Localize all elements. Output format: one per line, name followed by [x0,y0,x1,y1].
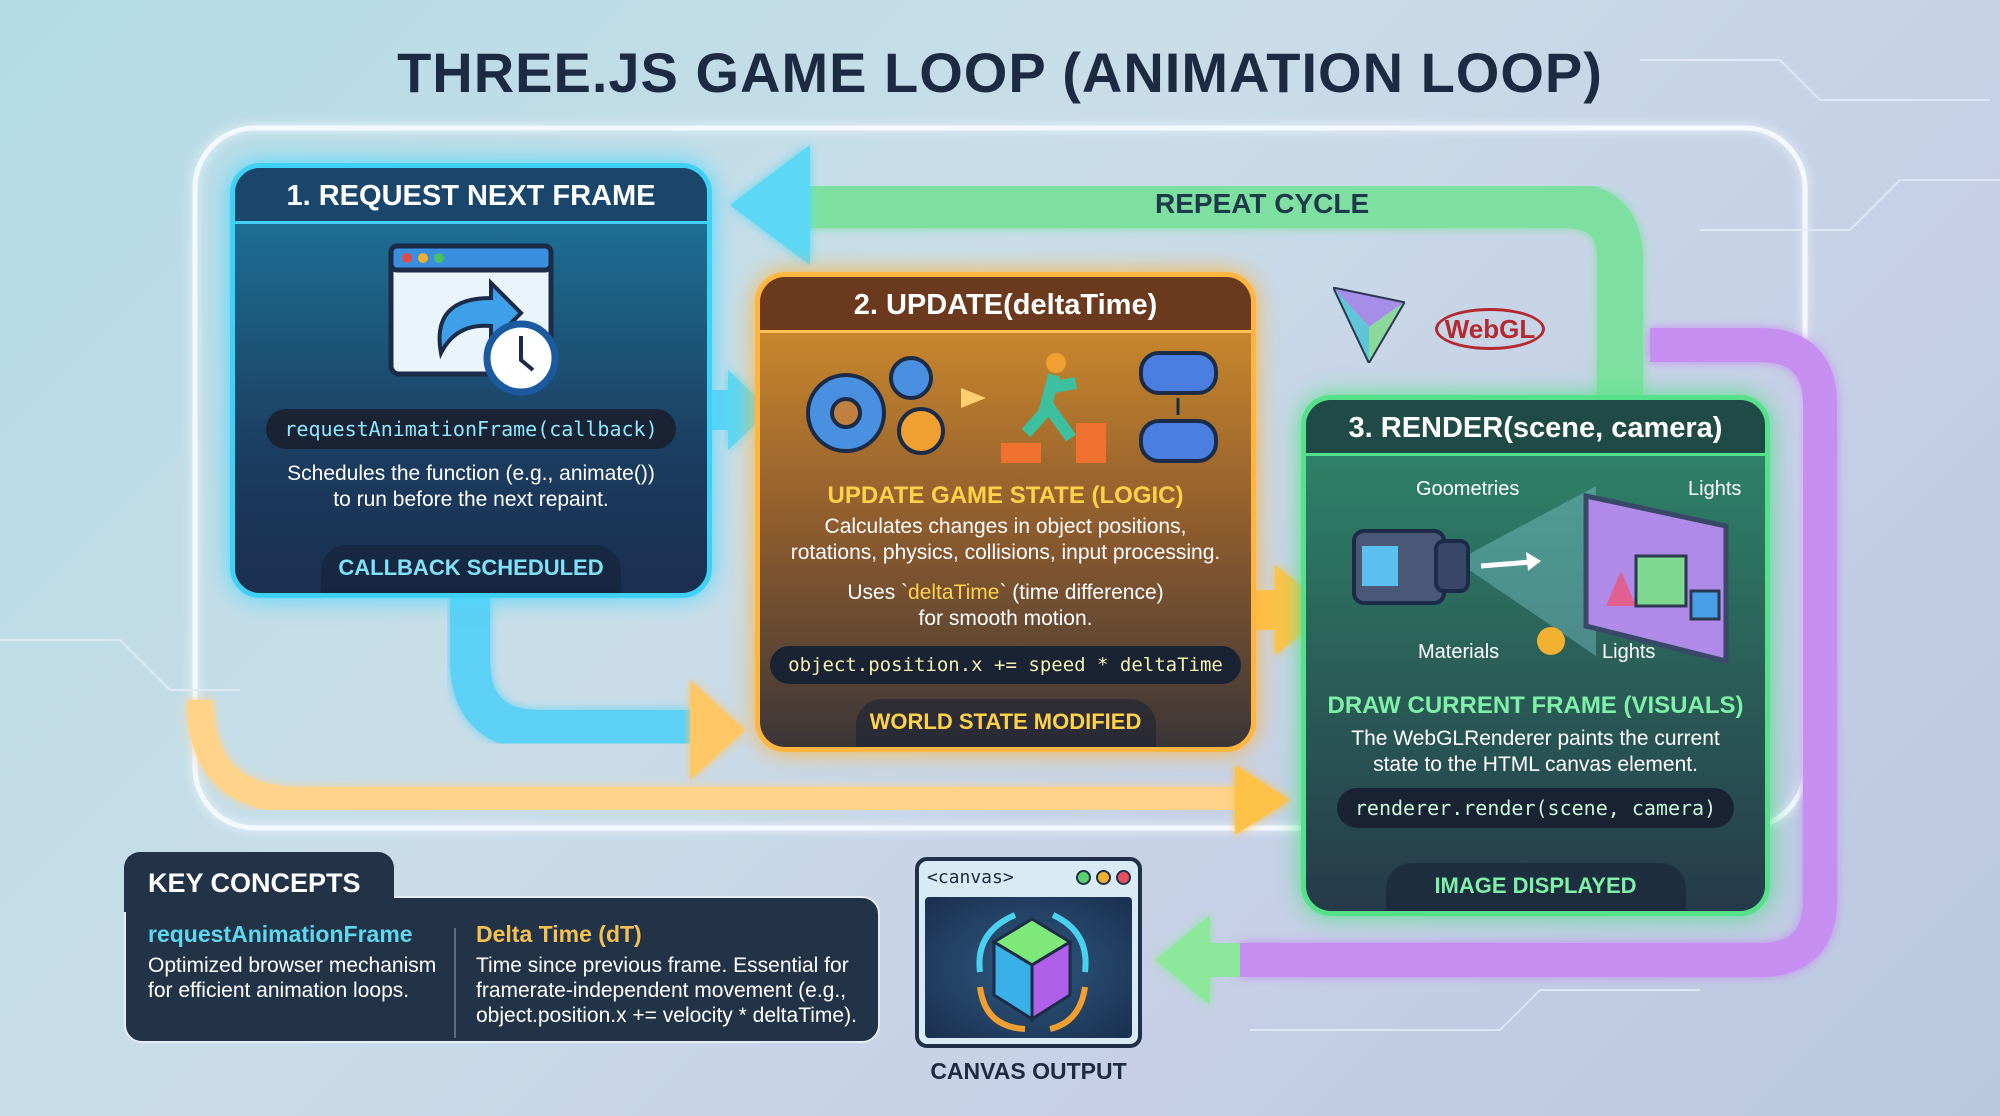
repeat-arrowhead [730,145,810,265]
step3-footer: IMAGE DISPLAYED [1385,863,1686,911]
label-geometries: Goometries [1416,478,1520,500]
canvas-output-label: CANVAS OUTPUT [930,1058,1127,1084]
label-lights-bottom: Lights [1602,641,1656,663]
label-lights-top: Lights [1688,478,1742,500]
gears-runner-gamepad-icon [805,351,1218,463]
raf-heading: requestAnimationFrame [148,921,413,947]
step2-uses-prefix: Uses ` [847,581,909,604]
step-render: 3. RENDER(scene, camera) Goometries Ligh… [1301,395,1770,916]
raf-line1: Optimized browser mechanism [148,954,437,977]
step1-header: 1. REQUEST NEXT FRAME [235,168,707,224]
dt-line2: framerate-independent movement (e.g., [476,979,847,1002]
request-to-update-arrow [450,598,700,750]
step-request-next-frame: 1. REQUEST NEXT FRAME requestAnimationFr… [230,163,712,598]
step2-uses-var: deltaTime [908,581,1000,604]
step-update: 2. UPDATE(deltaTime) UPDATE GAME STATE (… [755,272,1256,752]
browser-clock-icon [388,243,559,396]
canvas-output-arrow [1240,328,1837,977]
step2-uses-line2: for smooth motion. [918,607,1093,630]
raf-line2: for efficient animation loops. [148,979,410,1002]
page-title: THREE.JS GAME LOOP (ANIMATION LOOP) [397,41,1603,104]
step2-desc-line2: rotations, physics, collisions, input pr… [790,541,1221,564]
repeat-cycle-label: REPEAT CYCLE [1155,188,1370,219]
dt-line1: Time since previous frame. Essential for [476,954,849,977]
step3-desc-line2: state to the HTML canvas element. [1373,753,1698,776]
step1-desc-line2: to run before the next repaint. [333,488,609,511]
step2-footer: WORLD STATE MODIFIED [855,699,1156,747]
rotating-cube-icon [976,912,1089,1032]
canvas-window: <canvas> [915,857,1142,1048]
step1-desc-line1: Schedules the function (e.g., animate()) [287,462,655,485]
step2-desc-line1: Calculates changes in object positions, [824,515,1187,538]
circuit-lines [0,59,2000,1031]
key-concepts-title: KEY CONCEPTS [124,852,394,912]
step3-header: 3. RENDER(scene, camera) [1306,400,1765,456]
step2-subtitle: UPDATE GAME STATE (LOGIC) [827,482,1184,509]
key-concepts-panel: KEY CONCEPTS requestAnimationFrame Optim… [124,852,880,1043]
bottom-loop-arrow [187,699,1240,813]
step2-header: 2. UPDATE(deltaTime) [760,277,1251,333]
step1-code: requestAnimationFrame(callback) [266,409,676,449]
step2-uses-suffix: ` (time difference) [999,581,1164,604]
dt-heading: Delta Time (dT) [476,921,642,947]
threejs-logo-icon [1333,287,1405,363]
dt-line3: object.position.x += velocity * deltaTim… [476,1004,857,1027]
webgl-logo: WebGL [1435,308,1545,350]
camera-scene-icon [1352,486,1729,665]
step2-code: object.position.x += speed * deltaTime [770,646,1241,684]
label-materials: Materials [1418,641,1500,663]
step3-desc-line1: The WebGLRenderer paints the current [1351,727,1720,750]
divider [454,928,456,1038]
canvas-tag: <canvas> [927,867,1014,888]
step1-footer: CALLBACK SCHEDULED [321,545,621,593]
step3-code: renderer.render(scene, camera) [1336,788,1735,828]
step3-subtitle: DRAW CURRENT FRAME (VISUALS) [1327,692,1744,719]
repeat-cycle-arrow [800,182,1643,395]
